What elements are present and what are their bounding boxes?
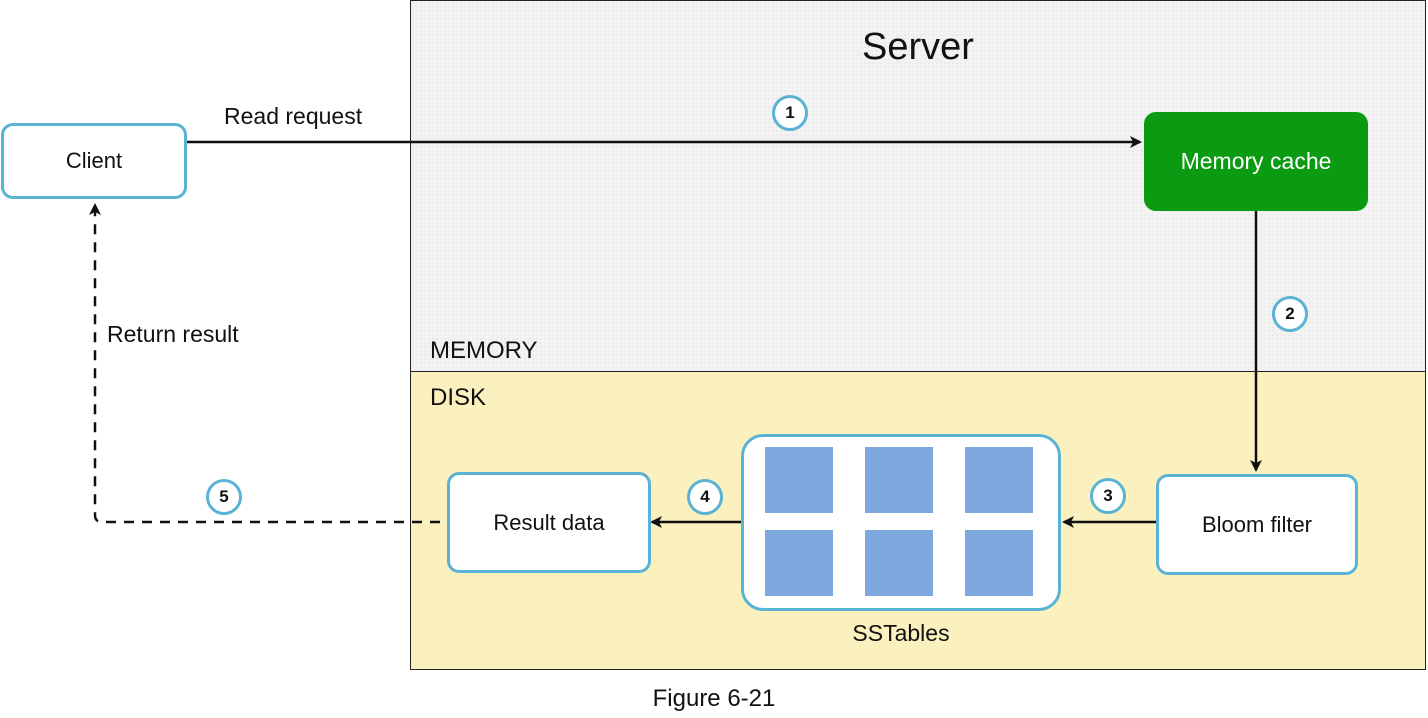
- sstable-block: [865, 447, 933, 513]
- step-5-marker: 5: [206, 479, 242, 515]
- server-title: Server: [862, 26, 974, 68]
- figure-caption: Figure 6-21: [652, 685, 776, 712]
- result-data-node: Result data: [447, 472, 651, 573]
- sstable-block: [765, 530, 833, 596]
- step-2-marker: 2: [1272, 296, 1308, 332]
- sstable-block: [865, 530, 933, 596]
- disk-label: DISK: [430, 384, 487, 411]
- bloom-filter-node: Bloom filter: [1156, 474, 1358, 575]
- sstable-block: [765, 447, 833, 513]
- step-3-marker: 3: [1090, 478, 1126, 514]
- sstables-label: SSTables: [852, 620, 950, 646]
- memory-cache-node: Memory cache: [1144, 112, 1368, 211]
- return-result-arrow: [89, 203, 440, 524]
- client-node: Client: [1, 123, 187, 199]
- sstable-block: [965, 530, 1033, 596]
- step-1-marker: 1: [772, 95, 808, 131]
- return-result-label: Return result: [107, 321, 239, 347]
- step-4-marker: 4: [687, 479, 723, 515]
- memory-label: MEMORY: [430, 337, 538, 364]
- read-request-label: Read request: [224, 103, 363, 129]
- sstable-block: [965, 447, 1033, 513]
